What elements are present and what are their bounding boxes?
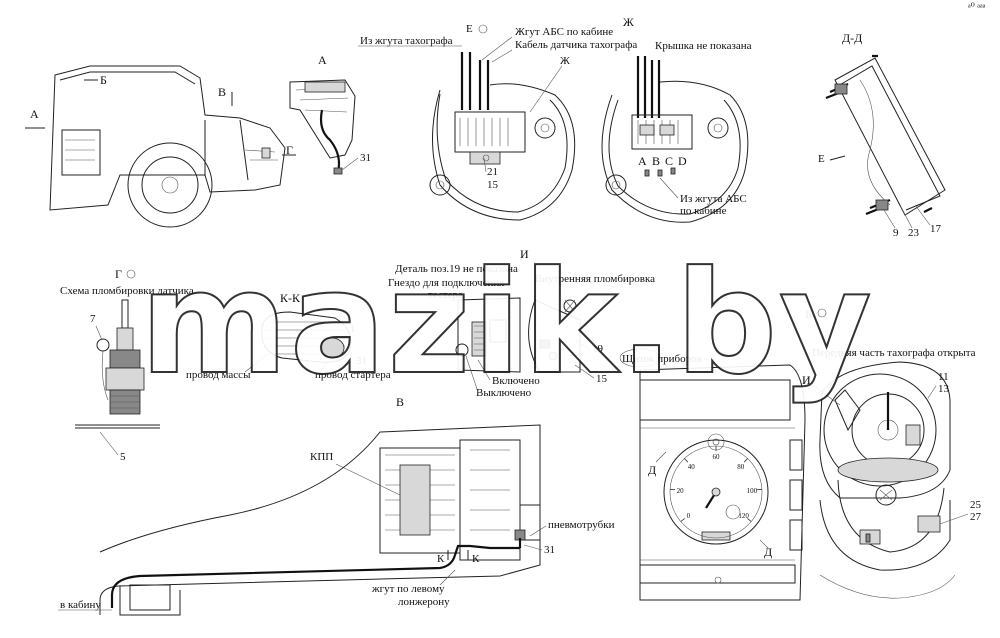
view-a-drawing bbox=[289, 79, 356, 175]
k-left: К bbox=[437, 553, 445, 565]
k-right: К bbox=[472, 553, 480, 565]
from-abs-harness-1: Из жгута АБС bbox=[680, 193, 747, 205]
truck-side-view bbox=[25, 65, 296, 228]
instrument-panel-drawing bbox=[639, 364, 806, 601]
from-tacho-harness: Из жгута тахографа bbox=[360, 35, 453, 47]
speedometer-gauge: 0 20 40 60 80 100 120 bbox=[663, 439, 769, 545]
tacho-sensor-cable: Кабель датчика тахографа bbox=[515, 39, 637, 51]
corner-mark: ᵃ⁰ ᵃᵃᵃ bbox=[968, 2, 986, 13]
g-title: Г bbox=[115, 267, 122, 281]
i-title: И bbox=[520, 247, 529, 261]
switched-off: Выключено bbox=[476, 387, 532, 399]
to-cab-label: в кабину bbox=[60, 599, 101, 611]
item-11: 11 bbox=[938, 371, 949, 383]
view-b-arrow-label: Б bbox=[100, 73, 107, 87]
gauge-tick-label: 0 bbox=[687, 512, 691, 520]
e-view-label: Е bbox=[466, 23, 473, 35]
tester-socket-2: тестера bbox=[428, 289, 463, 301]
chassis-drawing bbox=[99, 424, 541, 616]
d-mark-right: Д bbox=[764, 545, 772, 559]
gauge-tick-label: 120 bbox=[738, 512, 749, 520]
pin-c: C bbox=[665, 154, 673, 168]
item-15-mid: 15 bbox=[596, 373, 608, 385]
zh-title: Ж bbox=[623, 15, 634, 29]
sensor-seal-scheme: Схема пломбировки датчика bbox=[60, 285, 194, 297]
tacho-round-body-zh bbox=[601, 56, 749, 223]
item-9: 9 bbox=[893, 227, 899, 239]
gearbox-label: КПП bbox=[310, 451, 333, 463]
kk-title: К-К bbox=[280, 291, 301, 305]
left-member-harness-2: лонжерону bbox=[398, 596, 450, 608]
pin-b: B bbox=[652, 154, 660, 168]
item-31-a: 31 bbox=[360, 152, 371, 164]
item-31-v: 31 bbox=[544, 544, 555, 556]
abs-harness-cab: Жгут АБС по кабине bbox=[515, 26, 613, 38]
view-g-arrow-label: Г bbox=[286, 143, 293, 157]
v-title: В bbox=[396, 395, 404, 409]
pin-d: D bbox=[678, 154, 687, 168]
instrument-panel: Щиток приборов bbox=[622, 353, 702, 365]
detail-19-not-shown: Деталь поз.19 не показана bbox=[395, 263, 518, 275]
b-title: Б bbox=[805, 307, 812, 321]
item-13: 13 bbox=[938, 383, 950, 395]
d-mark-left: Д bbox=[648, 463, 656, 477]
item-31-kk: 31 bbox=[356, 355, 367, 367]
view-v-arrow-label: В bbox=[218, 85, 226, 99]
gauge-tick-mark bbox=[747, 518, 752, 522]
item-25: 25 bbox=[970, 499, 982, 511]
gauge-tick-label: 100 bbox=[747, 487, 758, 495]
section-kk-drawing bbox=[261, 311, 352, 363]
gauge-tick-label: 80 bbox=[737, 463, 745, 471]
tester-socket-1: Гнездо для подключения bbox=[388, 277, 504, 289]
dd-title: Д-Д bbox=[842, 31, 862, 45]
tacho-round-body-e bbox=[429, 52, 576, 221]
i-mark: И bbox=[802, 373, 811, 387]
watermark-text: mazik.by bbox=[140, 241, 874, 406]
starter-wire: провод стартера bbox=[315, 369, 391, 381]
switched-on: Включено bbox=[492, 375, 540, 387]
ground-wire: провод массы bbox=[186, 369, 251, 381]
pin-a: A bbox=[638, 154, 647, 168]
section-dd-drawing bbox=[825, 54, 946, 216]
item-21: 21 bbox=[487, 166, 498, 178]
left-member-harness-1: жгут по левому bbox=[371, 583, 445, 595]
gauge-tick-mark bbox=[680, 518, 685, 522]
view-a-arrow-label: А bbox=[30, 107, 39, 121]
sensor-drawing bbox=[75, 299, 160, 429]
item-23: 23 bbox=[908, 227, 920, 239]
gauge-tick-mark bbox=[684, 458, 689, 463]
tacho-open-drawing bbox=[819, 361, 956, 599]
gauge-tick-label: 40 bbox=[688, 463, 696, 471]
cover-not-shown: Крышка не показана bbox=[655, 40, 752, 52]
item-17: 17 bbox=[930, 223, 942, 235]
zh-mark: Ж bbox=[560, 55, 570, 67]
gauge-tick-mark bbox=[743, 458, 748, 463]
item-7: 7 bbox=[90, 313, 96, 325]
item-27: 27 bbox=[970, 511, 982, 523]
item-5: 5 bbox=[120, 451, 126, 463]
gauge-tick-label: 20 bbox=[677, 487, 685, 495]
view-a-title: А bbox=[318, 53, 327, 67]
item-1: 1 bbox=[350, 323, 356, 335]
item-19: 19 bbox=[592, 343, 604, 355]
internal-seal: Внутренняя пломбировка bbox=[535, 273, 655, 285]
from-abs-harness-2: по кабине bbox=[680, 205, 727, 217]
view-i-drawing bbox=[455, 297, 581, 373]
gauge-tick-label: 60 bbox=[713, 453, 721, 461]
tacho-front-open: Передняя часть тахографа открыта bbox=[812, 347, 976, 359]
e-arrow-dd: Е bbox=[818, 153, 825, 165]
air-tubes-label: пневмотрубки bbox=[548, 519, 615, 531]
item-15-top: 15 bbox=[487, 179, 499, 191]
